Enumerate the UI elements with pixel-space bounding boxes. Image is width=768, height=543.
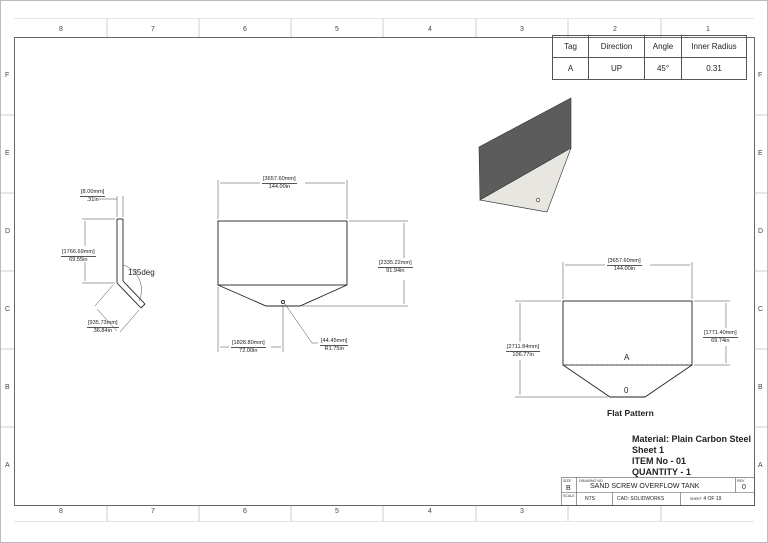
column-label: 5 <box>335 26 339 33</box>
front-view <box>217 220 348 307</box>
row-label: C <box>758 306 764 313</box>
title-block <box>561 477 755 506</box>
item-note: ITEM No - 01 <box>632 456 687 466</box>
column-label: 5 <box>335 508 339 515</box>
bend-table-header: Tag <box>552 35 589 58</box>
scale-label: SCALE <box>563 494 575 498</box>
dim-in: 144.00in <box>268 183 291 190</box>
bend-table-header: Angle <box>644 35 682 58</box>
row-label: E <box>5 150 10 157</box>
dim-mm: [2711.84mm] <box>506 344 541 352</box>
sheet-note: Sheet 1 <box>632 445 665 455</box>
drawing-no-label: DRAWING NO <box>579 479 603 483</box>
sheet-number: SHEET 4 OF 19 <box>690 496 721 502</box>
column-label: 7 <box>151 508 155 515</box>
dim-mm: [1766.69mm] <box>61 249 96 257</box>
quantity-note: QUANTITY - 1 <box>632 467 691 477</box>
row-label: E <box>758 150 763 157</box>
sheet-prefix: SHEET <box>690 497 702 501</box>
dim-mm: [3657.60mm] <box>607 258 642 266</box>
row-label: D <box>758 228 764 235</box>
column-label: 8 <box>59 26 63 33</box>
dim-in: 69.74in <box>711 337 730 344</box>
column-label: 6 <box>243 508 247 515</box>
row-label: F <box>758 72 763 79</box>
bend-table-header: Inner Radius <box>681 35 747 58</box>
column-label: 4 <box>428 26 432 33</box>
dim-in: 36.84in <box>93 327 112 334</box>
bend-table-cell: A <box>552 57 589 80</box>
cad-label: CAD: SOLIDWORKS <box>617 496 665 502</box>
bend-table-header: Direction <box>588 35 645 58</box>
bend-table-cell: 0.31 <box>681 57 747 80</box>
row-label: F <box>5 72 10 79</box>
isometric-view <box>478 97 572 213</box>
dim-mm: [3657.60mm] <box>262 176 297 184</box>
bend-angle-dimension: 135deg <box>128 268 155 277</box>
flat-pattern-label: Flat Pattern <box>607 408 654 418</box>
drawing-notes: Material: Plain Carbon Steel Sheet 1 ITE… <box>632 434 751 478</box>
rev-value: 0 <box>742 484 746 491</box>
bend-table-cell: UP <box>588 57 645 80</box>
thickness-dimension: [8.00mm] .31in <box>80 189 106 203</box>
row-label: A <box>5 462 10 469</box>
bend-tag-label: A <box>624 353 630 362</box>
row-label: C <box>5 306 11 313</box>
column-label: 7 <box>151 26 155 33</box>
flat-upper-height-dimension: [1771.40mm] 69.74in <box>703 330 738 344</box>
sheet-of: OF 19 <box>707 496 722 502</box>
size-value: B <box>566 485 571 492</box>
dim-mm: [2335.22mm] <box>378 260 413 268</box>
dim-in: 69.55in <box>69 256 88 263</box>
dim-in: R1.75in <box>324 345 344 352</box>
row-label: B <box>758 384 763 391</box>
bend-table-cell: 45° <box>644 57 682 80</box>
column-label: 4 <box>428 508 432 515</box>
flat-width-dimension: [3657.60mm] 144.00in <box>607 258 642 272</box>
dim-in: 144.00in <box>613 265 636 272</box>
sheet-inner-border <box>14 37 755 506</box>
front-height-dimension: [2335.22mm] 91.94in <box>378 260 413 274</box>
row-label: D <box>5 228 11 235</box>
hole-dimension: [44.45mm] R1.75in <box>320 338 349 352</box>
column-label: 6 <box>243 26 247 33</box>
dim-in: 106.77in <box>512 351 534 358</box>
bend-table: Tag Direction Angle Inner Radius A UP 45… <box>552 35 747 80</box>
material-note: Material: Plain Carbon Steel <box>632 434 752 444</box>
dim-mm: [1828.80mm] <box>231 340 266 348</box>
column-label: 1 <box>706 26 710 33</box>
dim-mm: [935.73mm] <box>87 320 119 328</box>
size-label: SIZE <box>563 479 571 483</box>
front-width-dimension: [3657.60mm] 144.00in <box>262 176 297 190</box>
dim-mm: [8.00mm] <box>80 189 106 197</box>
row-label: A <box>758 462 763 469</box>
dim-in: 91.94in <box>386 267 405 274</box>
side-view <box>116 218 146 309</box>
column-label: 8 <box>59 508 63 515</box>
dim-in: 72.00in <box>239 347 258 354</box>
flat-pattern-view <box>562 300 693 398</box>
dim-in: .31in <box>86 196 99 203</box>
half-width-dimension: [1828.80mm] 72.00in <box>231 340 266 354</box>
column-label: 2 <box>613 26 617 33</box>
dim-mm: [1771.40mm] <box>703 330 738 338</box>
flat-total-height-dimension: [2711.84mm] 106.77in <box>506 344 541 358</box>
side-height-dimension: [1766.69mm] 69.55in <box>61 249 96 263</box>
column-label: 3 <box>520 508 524 515</box>
drawing-title: SAND SCREW OVERFLOW TANK <box>590 483 700 490</box>
bottom-tag-label: 0 <box>624 386 629 395</box>
slope-dimension: [935.73mm] 36.84in <box>87 320 119 334</box>
row-label: B <box>5 384 10 391</box>
sheet-num: 4 <box>703 496 707 502</box>
rev-label: REV <box>737 479 745 483</box>
column-label: 3 <box>520 26 524 33</box>
scale-value: NTS <box>585 496 595 502</box>
dim-mm: [44.45mm] <box>320 338 349 346</box>
